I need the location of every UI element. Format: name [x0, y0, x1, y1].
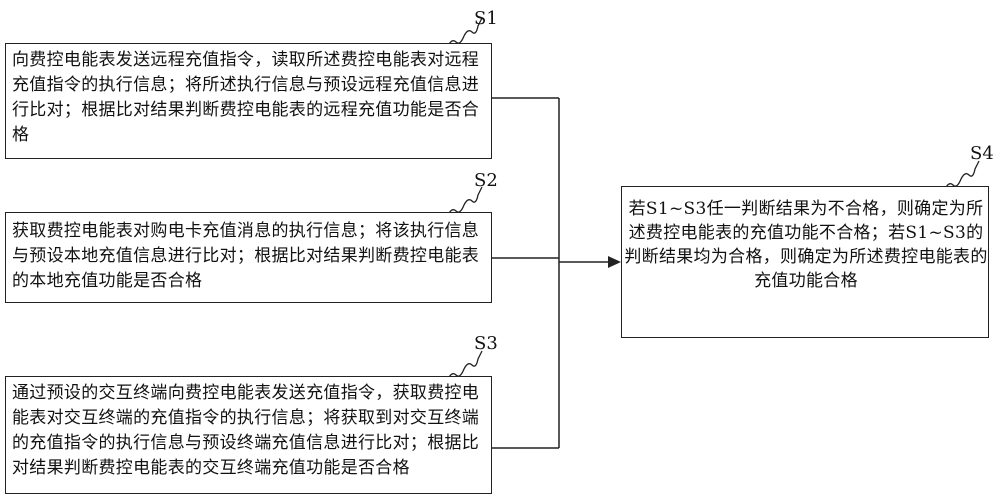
step-label-s4: S4 [970, 143, 994, 164]
arrow-head [608, 256, 621, 268]
step-label-s1: S1 [474, 8, 498, 29]
step-text-s4: 若S1~S3任一判断结果为不合格，则确定为所述费控电能表的充值功能不合格；若S1… [624, 199, 988, 291]
step-box-s4: 若S1~S3任一判断结果为不合格，则确定为所述费控电能表的充值功能不合格；若S1… [621, 186, 989, 338]
s3-leader [447, 350, 483, 380]
s4-leader [944, 160, 980, 190]
step-box-s1: 向费控电能表发送远程充值指令，读取所述费控电能表对远程充值指令的执行信息；将所述… [5, 43, 492, 159]
step-text-s1: 向费控电能表发送远程充值指令，读取所述费控电能表对远程充值指令的执行信息；将所述… [12, 50, 480, 145]
step-label-s3: S3 [474, 333, 498, 354]
step-label-s2: S2 [474, 170, 498, 191]
step-box-s2: 获取费控电能表对购电卡充值消息的执行信息；将该执行信息与预设本地充值信息进行比对… [5, 212, 492, 303]
step-text-s3: 通过预设的交互终端向费控电能表发送充值指令，获取费控电能表对交互终端的充值指令的… [12, 383, 480, 478]
s2-leader [447, 186, 483, 216]
step-box-s3: 通过预设的交互终端向费控电能表发送充值指令，获取费控电能表对交互终端的充值指令的… [5, 376, 492, 494]
step-text-s2: 获取费控电能表对购电卡充值消息的执行信息；将该执行信息与预设本地充值信息进行比对… [12, 221, 480, 291]
s1-leader [447, 17, 483, 47]
